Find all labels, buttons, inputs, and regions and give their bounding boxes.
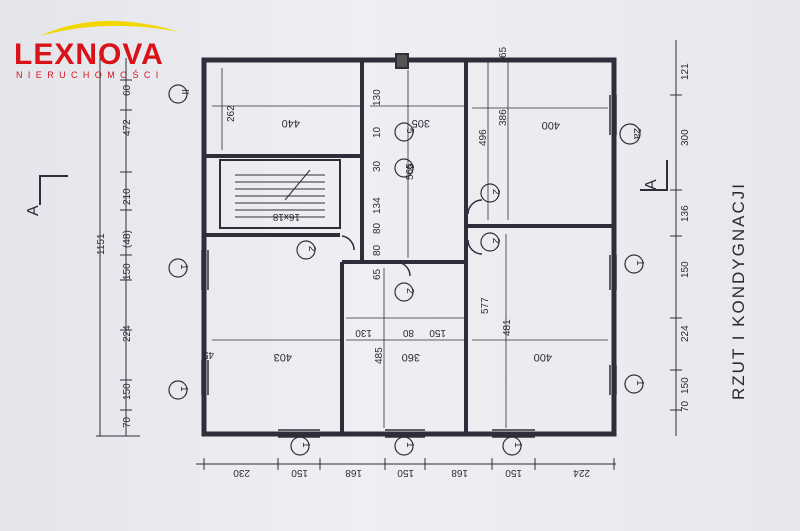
dim-label: 224 bbox=[122, 325, 133, 342]
room-height: 496 bbox=[478, 129, 489, 146]
dim-label: 150 bbox=[505, 467, 522, 478]
section-mark-right bbox=[640, 160, 668, 191]
marker-label: 2a bbox=[631, 128, 642, 140]
room-height: 485 bbox=[374, 347, 385, 364]
dim-label: 80 bbox=[372, 222, 383, 234]
dim-total: 1151 bbox=[96, 233, 107, 255]
left-dimension-line bbox=[96, 58, 140, 437]
dim-label: 80 bbox=[402, 327, 414, 338]
dim-label: 150 bbox=[680, 377, 691, 394]
dim-label: 472 bbox=[122, 119, 133, 136]
dim-label: 224 bbox=[680, 325, 691, 342]
right-dimension-line bbox=[670, 40, 682, 436]
dim-label: 150 bbox=[680, 261, 691, 278]
misc-dimension-labels: 130 80 150 80 80 134 30 130 65 10 45 65 … bbox=[202, 46, 509, 360]
dim-label: 150 bbox=[429, 327, 446, 338]
room-width-labels: 440 305 400 403 360 400 bbox=[274, 117, 560, 363]
stair-label: 16x18 bbox=[272, 211, 300, 222]
windows bbox=[201, 95, 617, 438]
room-height: 386 bbox=[498, 109, 509, 126]
marker-label: 5 bbox=[404, 128, 415, 134]
logo-swoosh-icon bbox=[40, 20, 180, 36]
door-swing bbox=[467, 239, 483, 255]
dim-label: 150 bbox=[291, 467, 308, 478]
room-height: 577 bbox=[480, 297, 491, 314]
left-dimension-labels: 70 150 224 150 (48) 210 472 60 1151 bbox=[96, 84, 133, 428]
drawing-title: RZUT I KONDYGNACJI bbox=[729, 182, 748, 400]
room-width: 305 bbox=[412, 117, 430, 129]
dim-label: 134 bbox=[372, 197, 383, 214]
marker-labels: 1 1 II 2 2 6 5 2 2 2a 1 1 1 1 1 bbox=[178, 89, 645, 448]
door-swing bbox=[467, 199, 483, 215]
room-width: 440 bbox=[282, 117, 300, 129]
dim-label: 70 bbox=[680, 400, 691, 412]
staircase bbox=[219, 159, 341, 229]
bottom-dimension-labels: 230 150 168 150 168 150 224 bbox=[233, 467, 590, 478]
marker-label: 1 bbox=[634, 260, 645, 266]
marker-label: 2 bbox=[306, 246, 317, 252]
dim-label: 150 bbox=[122, 263, 133, 280]
dim-label: 65 bbox=[372, 268, 383, 280]
room-width: 360 bbox=[402, 351, 420, 363]
dim-label: 136 bbox=[680, 205, 691, 222]
lexnova-logo: LEXNOVA NIERUCHOMOŚCI bbox=[10, 14, 210, 84]
marker-label: 1 bbox=[300, 442, 311, 448]
dim-label: 130 bbox=[372, 89, 383, 106]
room-width: 403 bbox=[274, 351, 292, 363]
door-swing bbox=[395, 261, 411, 277]
marker-label: 2 bbox=[404, 288, 415, 294]
dim-label: 45 bbox=[202, 349, 214, 360]
room-height: 262 bbox=[226, 105, 237, 122]
right-dimension-labels: 70 150 224 150 136 300 121 bbox=[680, 63, 691, 412]
chimney bbox=[395, 53, 409, 69]
dim-label: 300 bbox=[680, 129, 691, 146]
dim-label: 10 bbox=[372, 126, 383, 138]
marker-label: 1 bbox=[512, 442, 523, 448]
dim-label: 121 bbox=[680, 63, 691, 80]
dim-label: 168 bbox=[451, 467, 468, 478]
dim-label: 230 bbox=[233, 467, 250, 478]
marker-label: 6 bbox=[404, 164, 415, 170]
dim-label: 224 bbox=[573, 467, 590, 478]
dim-label: 70 bbox=[122, 416, 133, 428]
stair-steps bbox=[235, 169, 325, 218]
logo-wordmark: LEXNOVA bbox=[14, 38, 164, 71]
room-height: 481 bbox=[502, 319, 513, 336]
marker-label: 1 bbox=[404, 442, 415, 448]
room-height: 565 bbox=[405, 163, 416, 180]
section-letter-left: A bbox=[25, 205, 42, 216]
bottom-dimension-line bbox=[196, 458, 616, 470]
dim-label: 168 bbox=[345, 467, 362, 478]
dimension-guides bbox=[212, 62, 608, 428]
dim-label: (48) bbox=[122, 230, 133, 248]
marker-label: II bbox=[179, 89, 190, 95]
room-width: 400 bbox=[542, 119, 560, 131]
marker-label: 2 bbox=[490, 189, 501, 195]
section-mark-left bbox=[39, 175, 68, 205]
section-letter-right: A bbox=[643, 179, 660, 190]
marker-label: 2 bbox=[490, 238, 501, 244]
room-width: 400 bbox=[534, 351, 552, 363]
marker-label: 1 bbox=[634, 380, 645, 386]
dim-label: 150 bbox=[397, 467, 414, 478]
dim-label: 150 bbox=[122, 383, 133, 400]
door-swing bbox=[341, 235, 355, 251]
dim-label: 30 bbox=[372, 160, 383, 172]
room-height-labels: 262 565 496 386 577 481 485 bbox=[226, 105, 513, 364]
marker-label: 1 bbox=[178, 386, 189, 392]
outer-wall bbox=[201, 57, 617, 437]
dim-label: 210 bbox=[122, 188, 133, 205]
logo-tagline: NIERUCHOMOŚCI bbox=[16, 70, 164, 80]
dim-label: 60 bbox=[122, 84, 133, 96]
dim-label: 80 bbox=[372, 244, 383, 256]
marker-label: 1 bbox=[178, 264, 189, 270]
dim-label: 65 bbox=[498, 46, 509, 58]
marker-circles bbox=[168, 84, 644, 456]
dim-label: 130 bbox=[355, 327, 372, 338]
